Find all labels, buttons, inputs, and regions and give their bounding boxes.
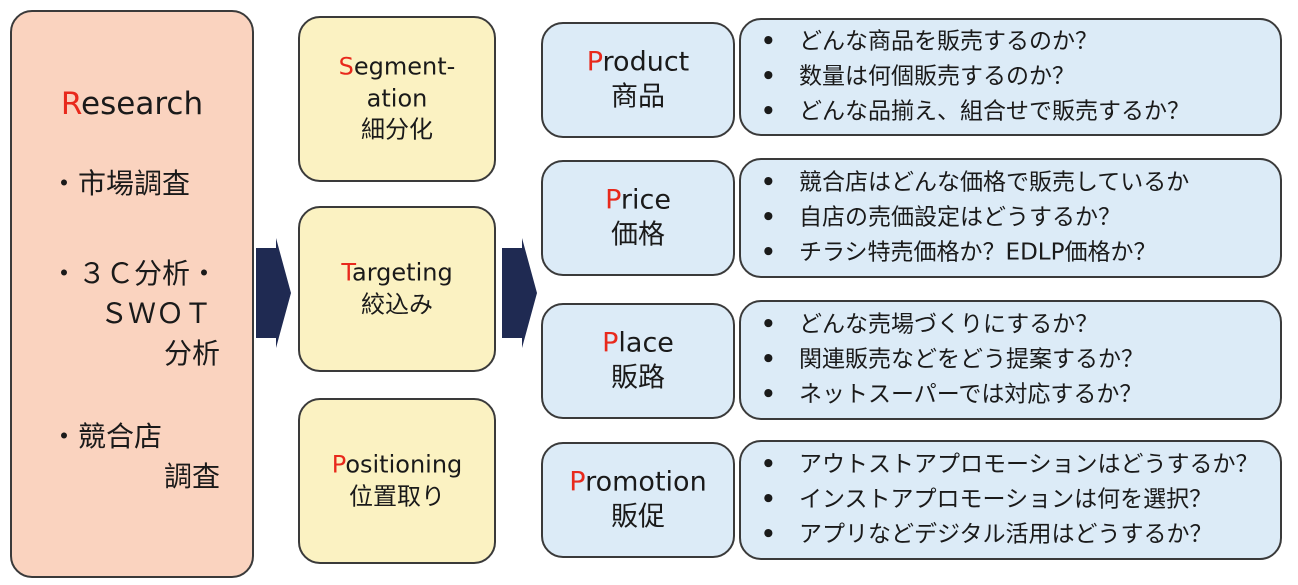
question-text: どんな品揃え、組合せで販売するか？	[799, 98, 1190, 125]
question-text: どんな商品を販売するのか？	[799, 28, 1098, 55]
place-questions: • どんな売場づくりにするか？ • 関連販売などをどう提案するか？ • ネットスーパー…	[739, 300, 1282, 420]
research-item-3c: ・３Ｃ分析・	[50, 257, 219, 290]
bullet-icon: •	[761, 486, 776, 513]
list-item: • アウトストアプロモーションはどうするか？	[761, 448, 1280, 483]
arrow-right-icon	[502, 238, 537, 348]
research-title-rest: esearch	[81, 86, 204, 122]
positioning-box: Positioning 位置取り	[298, 398, 496, 564]
list-item: • 数量は何個販売するのか？	[761, 60, 1280, 95]
promotion-jp: 販促	[611, 501, 665, 532]
list-item: • チラシ特売価格か？EDLP価格か？	[761, 236, 1280, 271]
product-box: Product 商品	[541, 22, 735, 138]
list-item: • どんな売場づくりにするか？	[761, 308, 1280, 343]
price-box: Price 価格	[541, 160, 735, 276]
research-title-initial: R	[60, 86, 82, 122]
list-item: • どんな商品を販売するのか？	[761, 25, 1280, 60]
list-item: • どんな品揃え、組合せで販売するか？	[761, 95, 1280, 130]
positioning-rest: ositioning	[345, 450, 463, 479]
list-item: • アプリなどデジタル活用はどうするか？	[761, 518, 1280, 553]
question-text: 関連販売などをどう提案するか？	[799, 346, 1144, 373]
bullet-icon: •	[761, 63, 776, 90]
promotion-box: Promotion 販促	[541, 442, 735, 558]
bullet-icon: •	[761, 239, 776, 266]
bullet-icon: •	[761, 311, 776, 338]
question-text: 自店の売価設定はどうするか？	[799, 204, 1121, 231]
question-text: アウトストアプロモーションはどうするか？	[799, 451, 1259, 478]
bullet-icon: •	[761, 346, 776, 373]
research-item-competitor: ・競合店	[50, 420, 163, 453]
question-text: 数量は何個販売するのか？	[799, 63, 1075, 90]
place-initial: P	[602, 327, 619, 359]
bullet-icon: •	[761, 451, 776, 478]
list-item: • 競合店はどんな価格で販売しているか	[761, 166, 1280, 201]
targeting-jp: 絞込み	[361, 290, 433, 318]
targeting-initial: T	[341, 258, 352, 287]
question-text: チラシ特売価格か？EDLP価格か？	[799, 239, 1157, 266]
segmentation-label: Segment-	[300, 51, 494, 83]
bullet-icon: •	[761, 204, 776, 231]
product-label: Product	[543, 45, 733, 80]
place-jp: 販路	[611, 362, 665, 393]
targeting-box: Targeting 絞込み	[298, 206, 496, 372]
positioning-initial: P	[331, 450, 346, 479]
question-text: どんな売場づくりにするか？	[799, 311, 1099, 338]
price-label: Price	[543, 183, 733, 218]
promotion-questions: • アウトストアプロモーションはどうするか？ • インストアプロモーションは何を選択…	[739, 440, 1282, 560]
positioning-label: Positioning	[300, 449, 494, 481]
price-rest: rice	[620, 184, 671, 216]
promotion-initial: P	[569, 466, 586, 498]
segmentation-label-line2: ation	[366, 84, 428, 113]
bullet-icon: •	[761, 381, 776, 408]
research-title: Research	[12, 86, 252, 122]
place-label: Place	[543, 326, 733, 361]
positioning-jp: 位置取り	[349, 482, 445, 510]
product-questions: • どんな商品を販売するのか？ • 数量は何個販売するのか？ • どんな品揃え、組合せ…	[739, 18, 1282, 136]
targeting-rest: argeting	[352, 258, 453, 287]
promotion-rest: romotion	[585, 466, 707, 498]
bullet-icon: •	[761, 98, 776, 125]
list-item: • ネットスーパーでは対応するか？	[761, 378, 1280, 413]
question-text: ネットスーパーでは対応するか？	[799, 381, 1143, 408]
bullet-icon: •	[761, 169, 776, 196]
bullet-icon: •	[761, 28, 776, 55]
place-box: Place 販路	[541, 303, 735, 419]
list-item: • 関連販売などをどう提案するか？	[761, 343, 1280, 378]
question-text: アプリなどデジタル活用はどうするか？	[799, 521, 1213, 548]
research-item-swot: ＳＷＯＴ	[100, 297, 213, 330]
research-item-survey: 調査	[164, 460, 221, 493]
bullet-icon: •	[761, 521, 776, 548]
research-item-market: ・市場調査	[50, 167, 191, 200]
question-text: インストアプロモーションは何を選択？	[799, 486, 1213, 513]
segmentation-jp: 細分化	[361, 115, 433, 144]
segmentation-box: Segment- ation 細分化	[298, 16, 496, 182]
targeting-label: Targeting	[300, 257, 494, 289]
promotion-label: Promotion	[543, 465, 733, 500]
price-jp: 価格	[611, 219, 665, 250]
segmentation-initial: S	[338, 52, 354, 81]
research-box: Research ・市場調査 ・３Ｃ分析・ ＳＷＯＴ 分析 ・競合店 調査	[10, 10, 254, 578]
question-text: 競合店はどんな価格で販売しているか	[799, 169, 1190, 196]
place-rest: lace	[618, 327, 674, 359]
product-jp: 商品	[611, 81, 665, 112]
list-item: • インストアプロモーションは何を選択？	[761, 483, 1280, 518]
product-initial: P	[586, 46, 603, 78]
product-rest: roduct	[602, 46, 690, 78]
arrow-right-icon	[256, 238, 291, 348]
research-item-analysis: 分析	[164, 337, 221, 370]
segmentation-rest: egment-	[353, 52, 456, 81]
price-initial: P	[605, 184, 621, 216]
list-item: • 自店の売価設定はどうするか？	[761, 201, 1280, 236]
price-questions: • 競合店はどんな価格で販売しているか • 自店の売価設定はどうするか？ • チラシ特…	[739, 158, 1282, 278]
